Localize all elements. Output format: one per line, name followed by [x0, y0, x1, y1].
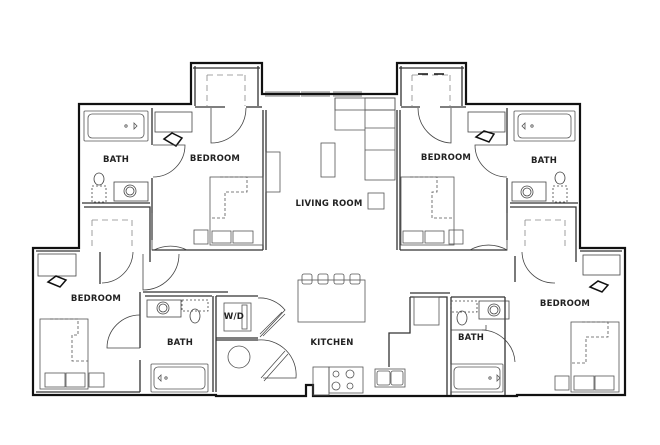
room-label-washer-dryer: W/D	[223, 312, 245, 322]
room-label-bath-top-left: BATH	[102, 155, 130, 165]
room-label-bedroom-bottom-right: BEDROOM	[539, 299, 591, 309]
room-label-bath-bottom-right: BATH	[457, 333, 485, 343]
room-label-bath-top-right: BATH	[530, 156, 558, 166]
room-label-bedroom-top-right: BEDROOM	[420, 153, 472, 163]
bathtubs	[83, 110, 576, 393]
room-label-kitchen: KITCHEN	[310, 338, 354, 348]
windows	[265, 91, 362, 97]
room-label-bath-bottom-left: BATH	[166, 338, 194, 348]
doors	[101, 107, 556, 379]
kitchen-fixtures	[223, 273, 440, 396]
closets	[91, 74, 566, 248]
beds	[39, 176, 620, 393]
room-label-bedroom-bottom-left: BEDROOM	[70, 294, 122, 304]
room-label-bedroom-top-left: BEDROOM	[189, 154, 241, 164]
exterior-walls	[31, 61, 627, 398]
living-furniture	[265, 97, 396, 210]
desks	[37, 111, 621, 293]
interior-walls	[36, 66, 622, 395]
bifold-doors	[259, 311, 289, 382]
room-label-living-room: LIVING ROOM	[295, 199, 363, 209]
toilets-and-sinks	[91, 171, 568, 326]
